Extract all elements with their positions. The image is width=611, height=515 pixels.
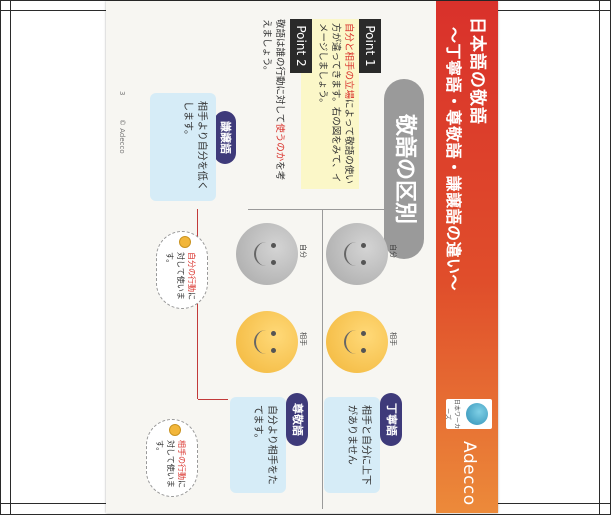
sonkeigo-label: 尊敬語 bbox=[286, 393, 308, 446]
table-border-right bbox=[599, 0, 600, 515]
face-self-lower bbox=[236, 223, 298, 285]
mouth-icon bbox=[344, 330, 358, 354]
copyright: © Adecco bbox=[118, 119, 126, 154]
other-label-lower: 相手 bbox=[299, 332, 307, 346]
section-heading: 敬語の区別 bbox=[384, 79, 424, 259]
page-subtitle: 〜丁寧語・尊敬語・謙譲語の違い〜 bbox=[444, 27, 463, 292]
kenjougo-box: 相手より自分を低くします。 bbox=[150, 93, 216, 201]
eye-icon bbox=[361, 243, 366, 248]
header-banner: 日本語の敬語 〜丁寧語・尊敬語・謙譲語の違い〜 日本ワーカーズ Adecco bbox=[436, 1, 498, 513]
face-icon bbox=[179, 236, 191, 248]
eye-icon bbox=[271, 348, 276, 353]
table-border-left bbox=[10, 0, 11, 515]
document-page: 日本語の敬語 〜丁寧語・尊敬語・謙譲語の違い〜 日本ワーカーズ Adecco 敬… bbox=[106, 1, 498, 513]
eye-icon bbox=[361, 260, 366, 265]
face-icon bbox=[169, 424, 181, 436]
point2-text-pre: 敬語は誰の行動に対して bbox=[274, 19, 285, 124]
eye-icon bbox=[271, 331, 276, 336]
horizontal-divider bbox=[322, 209, 323, 509]
self-label-lower: 自分 bbox=[299, 244, 307, 258]
teineigo-box: 相手と自分に上下がありません bbox=[324, 397, 380, 493]
page-number: 3 bbox=[118, 91, 126, 96]
point2-highlight: 使うのか bbox=[274, 123, 285, 162]
partner-logo: 日本ワーカーズ bbox=[444, 399, 492, 430]
other-cloud-highlight: 相手の行動 bbox=[177, 440, 186, 480]
kenjougo-label: 謙譲語 bbox=[214, 111, 236, 164]
self-cloud-highlight: 自分の行動 bbox=[187, 252, 196, 292]
page-content: 日本語の敬語 〜丁寧語・尊敬語・謙譲語の違い〜 日本ワーカーズ Adecco 敬… bbox=[106, 1, 498, 513]
connector-line bbox=[198, 399, 228, 400]
teineigo-label: 丁寧語 bbox=[380, 393, 402, 446]
mouth-icon bbox=[254, 242, 268, 266]
logo-caption: 日本ワーカーズ bbox=[444, 399, 460, 430]
eye-icon bbox=[361, 331, 366, 336]
face-self-upper bbox=[326, 223, 388, 285]
other-thought-cloud: 相手の行動に対して使います。 bbox=[146, 419, 198, 497]
self-thought-cloud: 自分の行動に対して使います。 bbox=[156, 231, 208, 309]
vertical-divider bbox=[248, 209, 398, 210]
point1-highlight: 自分と相手の立場 bbox=[343, 23, 354, 100]
point2-text: 敬語は誰の行動に対して使うのかを考えましょう。 bbox=[260, 19, 286, 189]
self-label-upper: 自分 bbox=[389, 244, 397, 258]
page-title: 日本語の敬語 bbox=[467, 17, 487, 125]
eye-icon bbox=[271, 260, 276, 265]
brand-logo: Adecco bbox=[459, 441, 479, 506]
sonkeigo-box: 自分より相手をたてます。 bbox=[230, 397, 286, 493]
eye-icon bbox=[361, 348, 366, 353]
mouth-icon bbox=[344, 242, 358, 266]
point2-tag: Point 2 bbox=[290, 19, 312, 73]
face-other-lower bbox=[236, 311, 298, 373]
eye-icon bbox=[271, 243, 276, 248]
point1-tag: Point 1 bbox=[359, 19, 381, 73]
other-label-upper: 相手 bbox=[389, 332, 397, 346]
face-other-upper bbox=[326, 311, 388, 373]
mouth-icon bbox=[254, 330, 268, 354]
globe-icon bbox=[466, 403, 488, 425]
